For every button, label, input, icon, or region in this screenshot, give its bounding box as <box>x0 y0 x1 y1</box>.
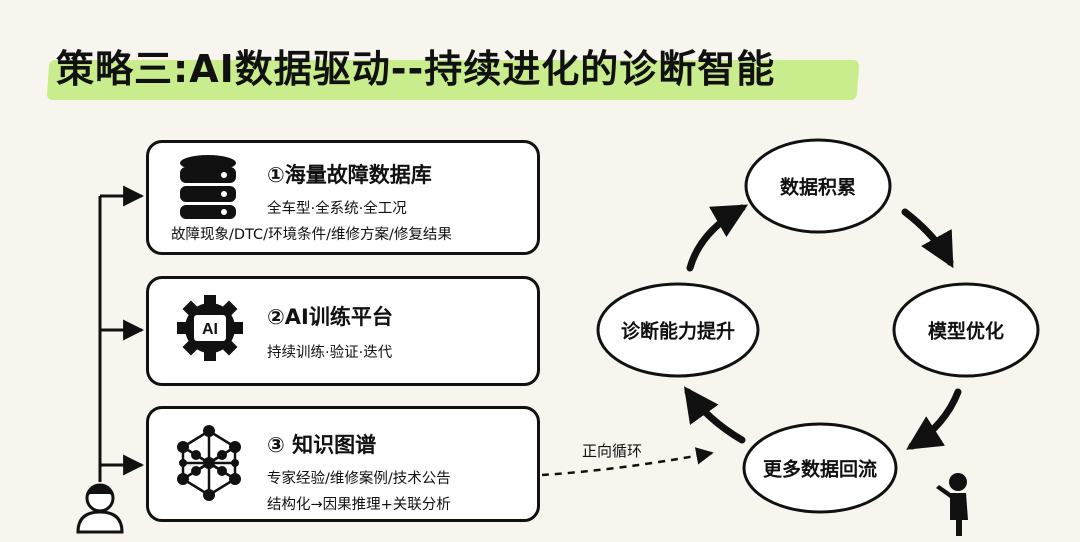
card-title-database: ①海量故障数据库 <box>267 163 432 187</box>
page-title: 策略三:AI数据驱动--持续进化的诊断智能 <box>56 47 776 91</box>
cycle-arrow-2 <box>906 388 962 450</box>
card-title-ai-platform: ②AI训练平台 <box>267 305 393 329</box>
card-ai-training-platform: AI ②AI训练平台 持续训练·验证·迭代 <box>146 276 540 386</box>
svg-text:AI: AI <box>202 321 218 338</box>
cycle-node-diagnosis-improvement <box>596 282 760 378</box>
database-icon <box>180 155 236 219</box>
person-right-icon <box>936 473 968 536</box>
card-line-database-2: 故障现象/DTC/环境条件/维修方案/修复结果 <box>171 227 452 243</box>
card-knowledge-graph: ③ 知识图谱 专家经验/维修案例/技术公告 结构化→因果推理+关联分析 <box>146 406 540 522</box>
card-line-knowledge-1: 专家经验/维修案例/技术公告 <box>267 471 451 487</box>
cycle-label-model-optimization: 模型优化 <box>927 320 1005 343</box>
cycle-node-more-data-backflow <box>742 422 898 514</box>
cycle-node-data-accumulation <box>744 138 892 234</box>
card-line-database-1: 全车型·全系统·全工况 <box>267 201 407 217</box>
card-fault-database: ①海量故障数据库 全车型·全系统·全工况 故障现象/DTC/环境条件/维修方案/… <box>146 140 540 255</box>
cycle-label-data-accumulation: 数据积累 <box>779 176 857 199</box>
cycle-arrow-4 <box>686 204 749 272</box>
card-title-knowledge-graph: ③ 知识图谱 <box>267 433 377 457</box>
network-graph-icon <box>177 425 241 501</box>
cycle-arrow-1 <box>901 208 954 269</box>
card-line-ai-platform-1: 持续训练·验证·迭代 <box>267 345 393 361</box>
flow-arrow <box>541 447 714 477</box>
flow-label: 正向循环 <box>582 442 643 460</box>
cycle-node-model-optimization <box>892 282 1040 378</box>
left-bracket <box>98 185 145 482</box>
cycle-label-diagnosis-improvement: 诊断能力提升 <box>620 320 736 343</box>
ai-gear-icon: AI <box>177 295 243 361</box>
cycle-label-more-data-backflow: 更多数据回流 <box>762 458 878 481</box>
person-left-icon <box>76 483 124 534</box>
card-line-knowledge-2: 结构化→因果推理+关联分析 <box>267 497 451 513</box>
cycle-arrow-3 <box>683 386 746 444</box>
